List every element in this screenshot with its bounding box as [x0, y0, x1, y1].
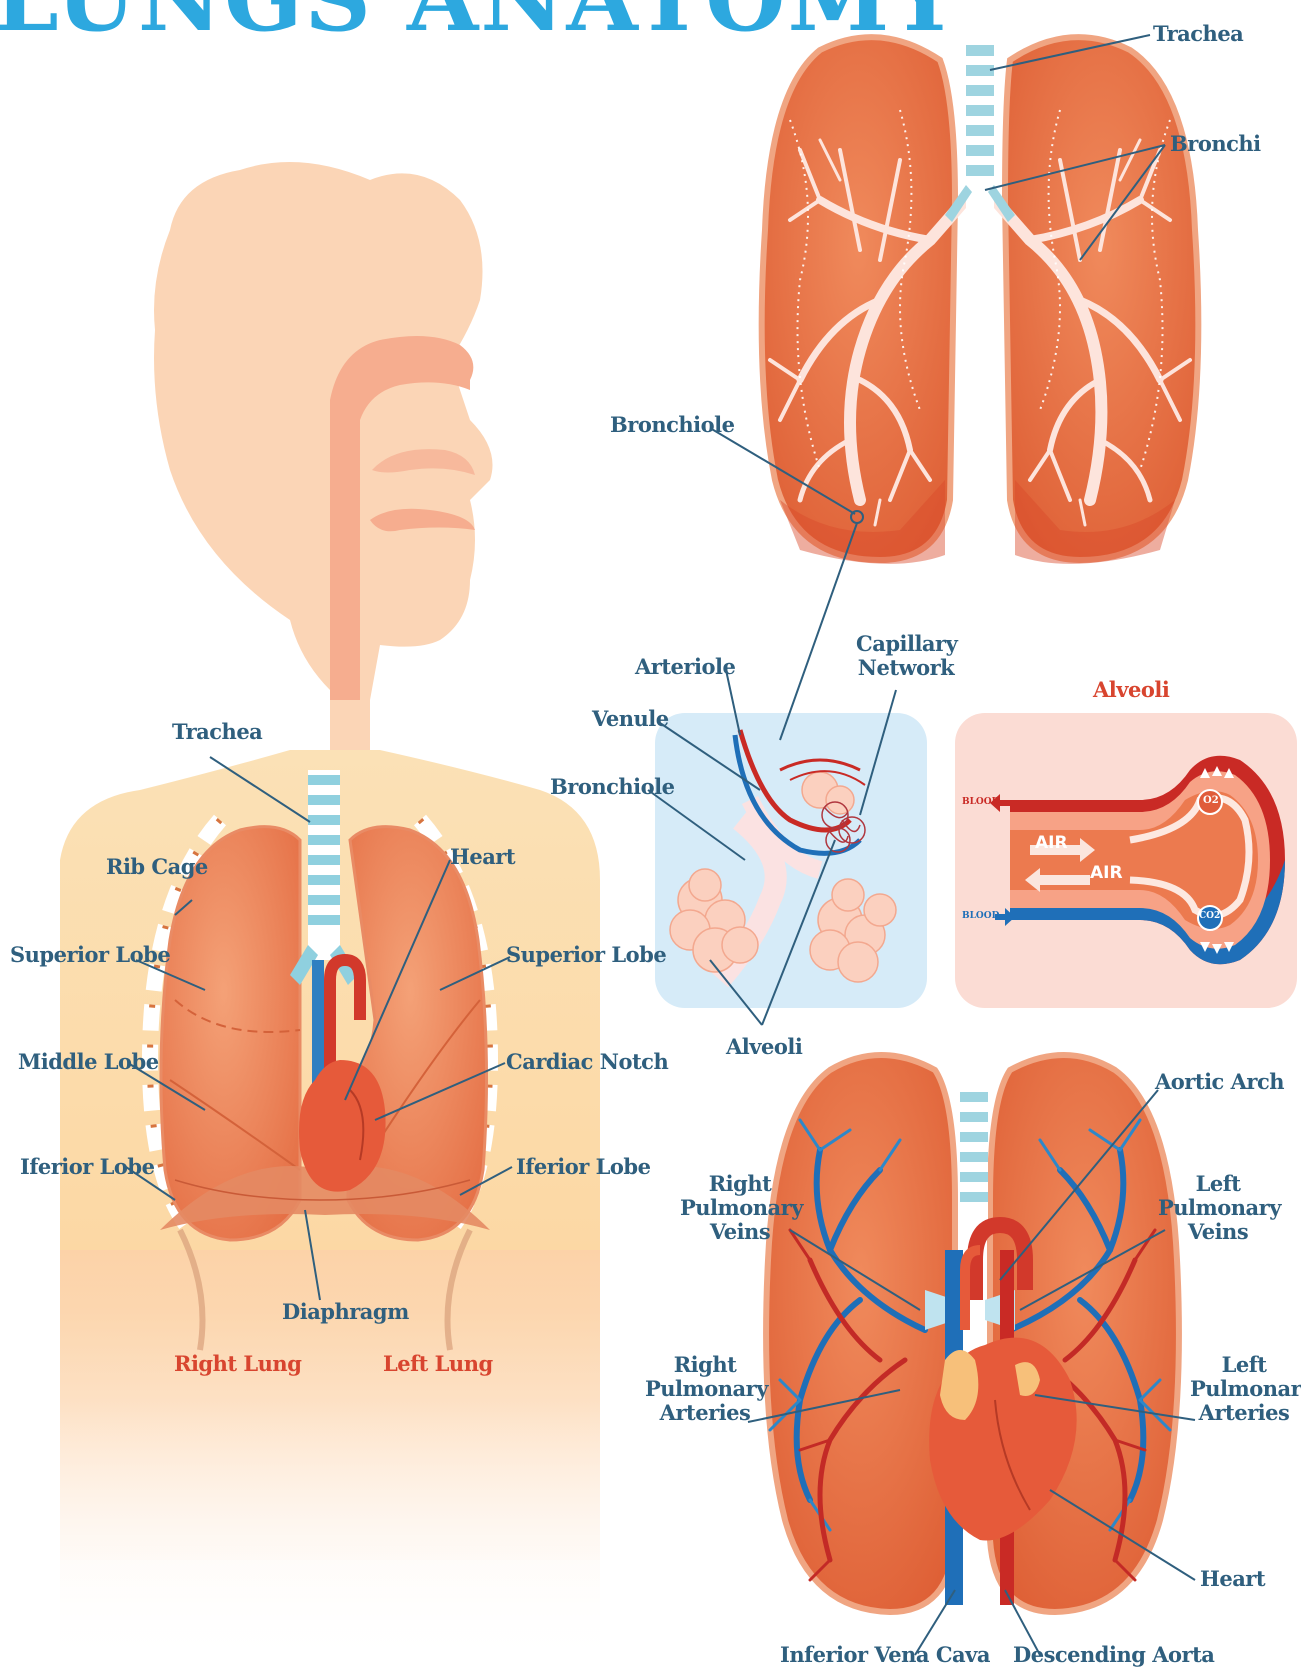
gas-exchange-panel — [955, 713, 1297, 1008]
body-silhouette — [60, 162, 620, 1670]
label-heart-body: Heart — [450, 845, 515, 869]
label-alveoli-panel-title: Alveoli — [1093, 678, 1169, 702]
label-blood-in: BLOOD — [962, 911, 999, 921]
label-capillary-network: Capillary Network — [856, 632, 956, 680]
label-air-out: AIR — [1090, 864, 1123, 884]
label-left-lung: Left Lung — [383, 1352, 493, 1376]
label-cardiac-notch: Cardiac Notch — [506, 1050, 668, 1074]
label-trachea-body: Trachea — [172, 720, 262, 744]
label-rib-cage: Rib Cage — [106, 855, 208, 879]
page-title: LUNGS ANATOMY — [0, 0, 959, 44]
label-descending-aorta: Descending Aorta — [1013, 1643, 1214, 1667]
label-air-in: AIR — [1035, 834, 1068, 854]
bronchial-tree-lungs — [762, 37, 1199, 564]
label-diaphragm: Diaphragm — [282, 1300, 409, 1324]
label-middle-lobe: Middle Lobe — [18, 1050, 159, 1074]
label-right-pulmonary-arteries: Right Pulmonary Arteries — [645, 1353, 765, 1425]
label-left-pulmonary-veins: Left Pulmonary Veins — [1158, 1172, 1278, 1244]
label-bronchiole-top: Bronchiole — [610, 413, 734, 437]
label-superior-lobe-right: Superior Lobe — [10, 943, 170, 967]
label-trachea-top: Trachea — [1153, 22, 1243, 46]
label-alveoli: Alveoli — [726, 1035, 802, 1059]
label-o2: O2 — [1203, 795, 1219, 807]
label-inferior-lobe-left: Iferior Lobe — [516, 1155, 650, 1179]
alveoli-detail-panel — [655, 713, 927, 1008]
label-superior-lobe-left: Superior Lobe — [506, 943, 666, 967]
label-inferior-lobe-right: Iferior Lobe — [20, 1155, 154, 1179]
label-blood-out: BLOOD — [962, 797, 999, 807]
label-right-lung: Right Lung — [174, 1352, 301, 1376]
label-left-pulmonary-arteries: Left Pulmonary Arteries — [1190, 1353, 1298, 1425]
label-aortic-arch: Aortic Arch — [1155, 1070, 1284, 1094]
label-right-pulmonary-veins: Right Pulmonary Veins — [680, 1172, 800, 1244]
label-bronchi: Bronchi — [1170, 132, 1261, 156]
label-bronchiole-panel: Bronchiole — [550, 775, 674, 799]
label-venule: Venule — [592, 707, 669, 731]
label-co2: CO2 — [1199, 911, 1220, 921]
label-heart-vascular: Heart — [1200, 1567, 1265, 1591]
label-inferior-vena-cava: Inferior Vena Cava — [780, 1643, 990, 1667]
label-arteriole: Arteriole — [635, 655, 735, 679]
